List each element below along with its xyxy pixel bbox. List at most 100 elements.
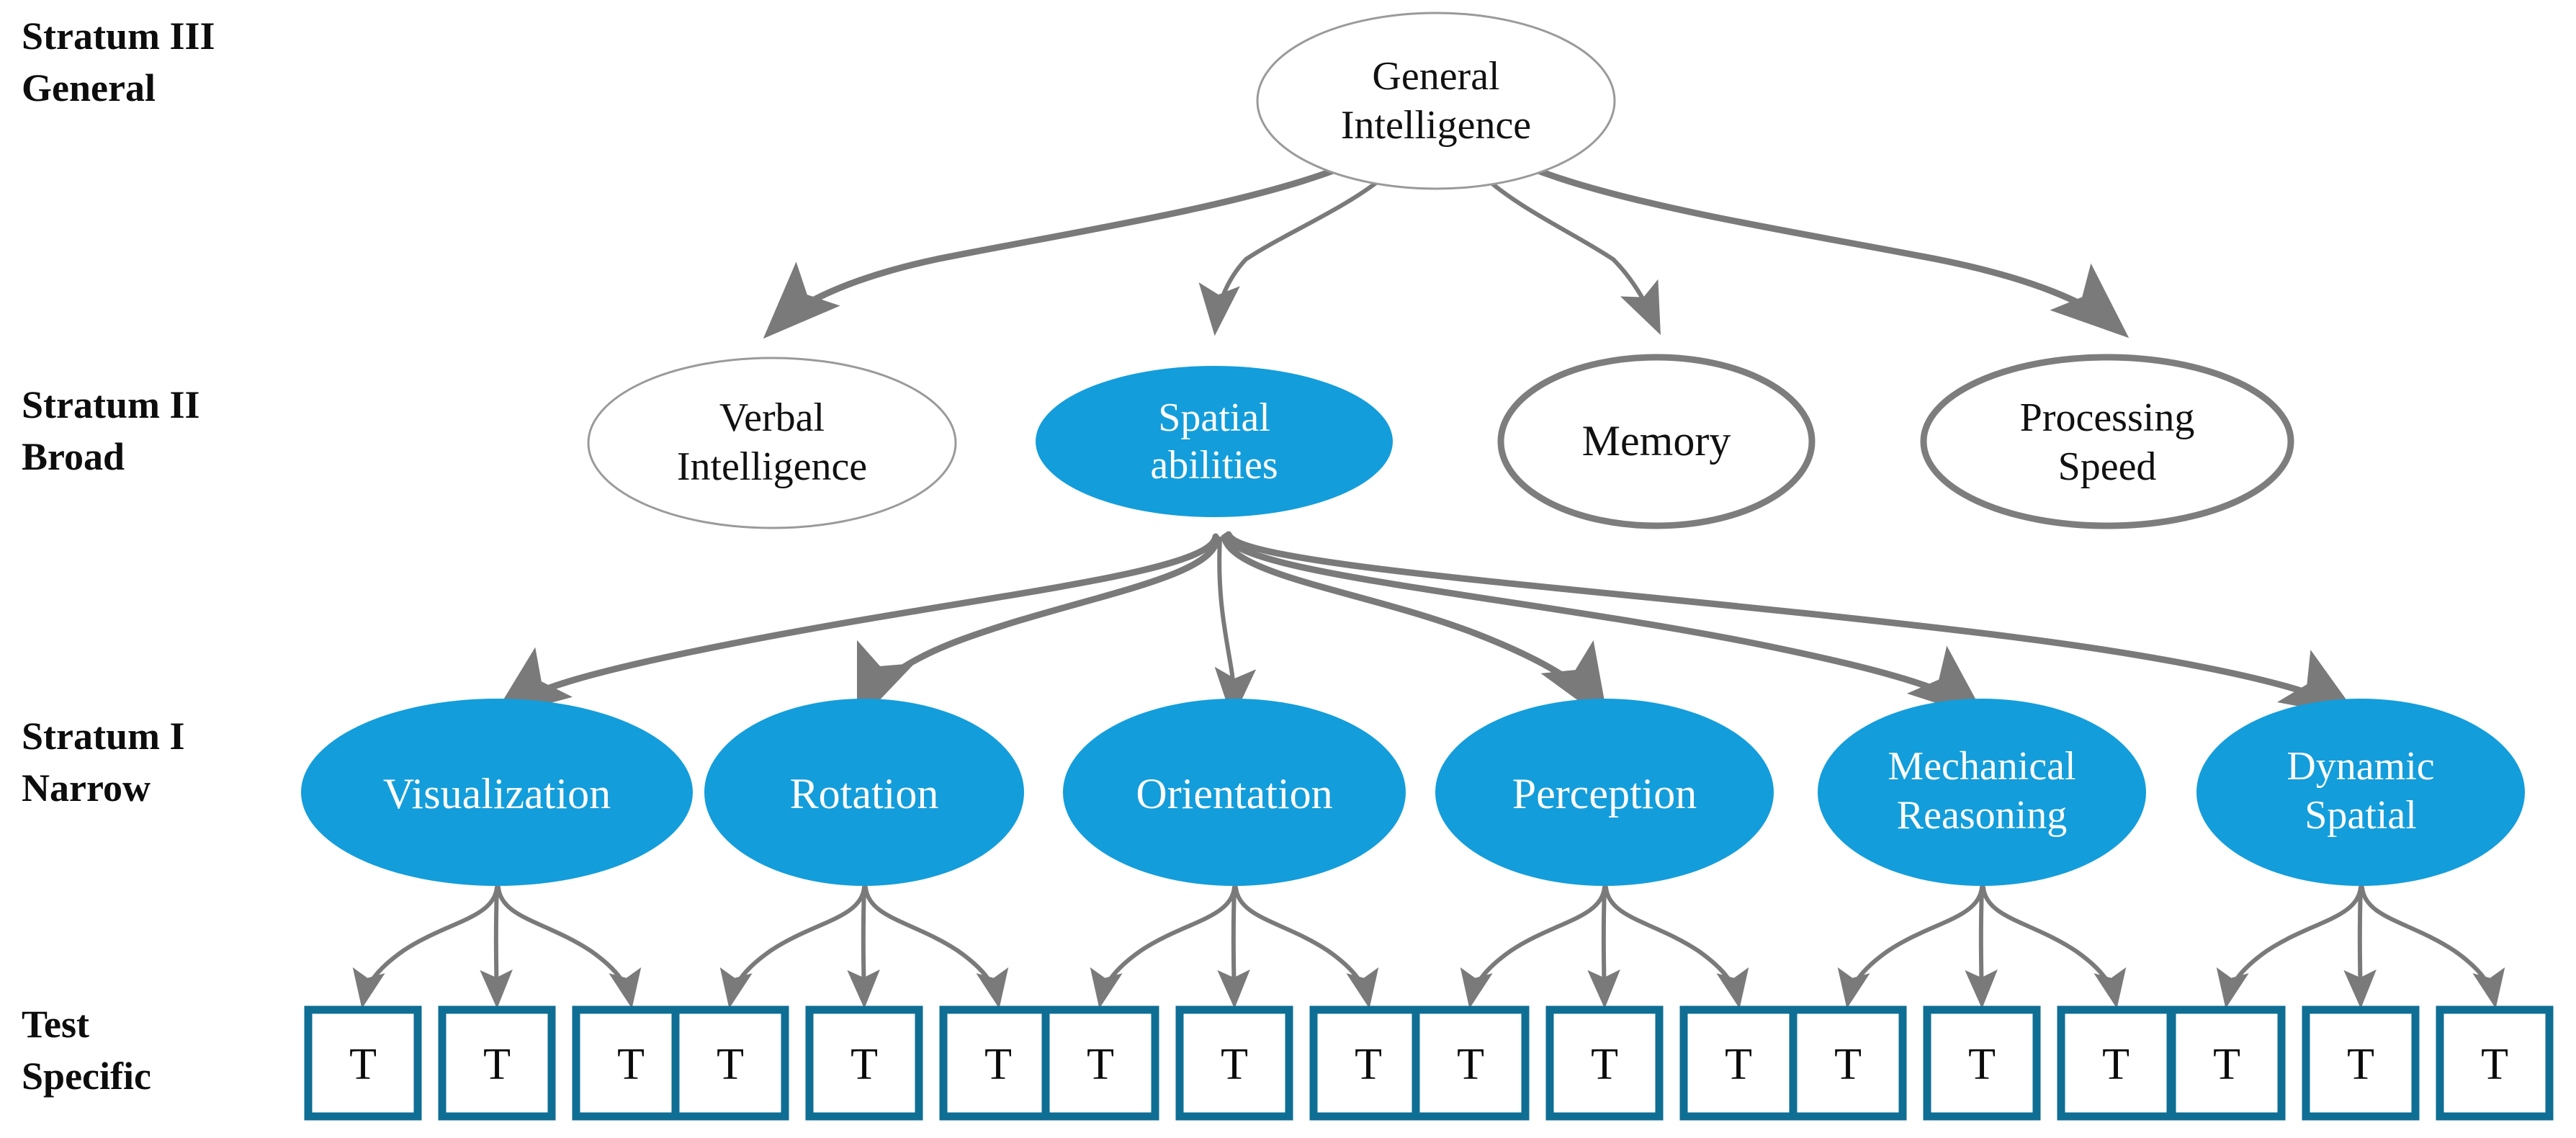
visualization-ellipse[interactable]: [301, 699, 693, 886]
test-line1: Test: [22, 1003, 89, 1046]
test-box[interactable]: T: [1309, 1005, 1427, 1121]
test-box[interactable]: T: [2057, 1005, 2175, 1121]
processing-speed-label-line2: Speed: [2058, 444, 2157, 489]
test-box-rect[interactable]: [671, 1005, 789, 1121]
node-memory[interactable]: Memory: [1497, 354, 1816, 529]
edge-orientation-to-test-3: [1234, 885, 1379, 1009]
test-box[interactable]: T: [2436, 1005, 2554, 1121]
rotation-label: Rotation: [790, 770, 939, 817]
stratum-label-stratum-1: Stratum I Narrow: [22, 714, 185, 810]
memory-ellipse[interactable]: [1497, 354, 1816, 529]
test-box-rect[interactable]: [2168, 1005, 2286, 1121]
edge-spatial-to-dynamic-spatial: [1225, 531, 2360, 718]
test-box-label: T: [2102, 1040, 2130, 1089]
edge-mechanical-reasoning-to-test-3: [1981, 885, 2127, 1009]
test-box-rect[interactable]: [1545, 1005, 1664, 1121]
processing-speed-label-line1: Processing: [2020, 395, 2195, 440]
test-box-label: T: [1457, 1040, 1484, 1089]
node-processing-speed[interactable]: Processing Speed: [1920, 354, 2294, 529]
test-box-rect[interactable]: [2436, 1005, 2554, 1121]
test-box-rect[interactable]: [1309, 1005, 1427, 1121]
verbal-intelligence-ellipse[interactable]: [587, 357, 957, 529]
rotation-ellipse[interactable]: [704, 699, 1024, 886]
test-box-rect[interactable]: [1789, 1005, 1907, 1121]
test-box-rect[interactable]: [304, 1005, 422, 1121]
test-box-rect[interactable]: [2302, 1005, 2420, 1121]
edge-dynamic-spatial-to-test-2: [2343, 885, 2377, 1009]
node-verbal-intelligence[interactable]: Verbal Intelligence: [587, 357, 957, 529]
test-box-rect[interactable]: [939, 1005, 1057, 1121]
test-box[interactable]: T: [671, 1005, 789, 1121]
node-visualization[interactable]: Visualization: [301, 699, 693, 886]
edge-visualization-to-test-1: [352, 885, 499, 1009]
test-box[interactable]: T: [1041, 1005, 1159, 1121]
edge-dynamic-spatial-to-test-1: [2216, 885, 2363, 1009]
stratum-3-line1: Stratum III: [22, 14, 215, 58]
edges-spatial-to-narrow: [491, 531, 2360, 725]
edges-narrow-to-tests: [352, 885, 2505, 1009]
stratum-2-line2: Broad: [22, 435, 125, 478]
test-box[interactable]: T: [1545, 1005, 1664, 1121]
test-box-rect[interactable]: [1923, 1005, 2041, 1121]
test-box-label: T: [984, 1040, 1012, 1089]
test-box[interactable]: T: [805, 1005, 923, 1121]
test-box[interactable]: T: [2168, 1005, 2286, 1121]
node-mechanical-reasoning[interactable]: Mechanical Reasoning: [1818, 699, 2146, 886]
stratum-2-line1: Stratum II: [22, 383, 200, 426]
node-spatial-abilities[interactable]: Spatial abilities: [1036, 366, 1393, 517]
test-box-rect[interactable]: [438, 1005, 556, 1121]
general-intelligence-label-line2: Intelligence: [1341, 103, 1531, 148]
test-box-label: T: [1591, 1040, 1618, 1089]
test-box[interactable]: T: [1789, 1005, 1907, 1121]
edge-rotation-to-test-3: [863, 885, 1009, 1009]
test-box-label: T: [2213, 1040, 2240, 1089]
test-box-label: T: [1968, 1040, 1996, 1089]
general-intelligence-ellipse[interactable]: [1256, 12, 1616, 190]
node-general-intelligence[interactable]: General Intelligence: [1256, 12, 1616, 190]
node-rotation[interactable]: Rotation: [704, 699, 1024, 886]
test-box[interactable]: T: [2302, 1005, 2420, 1121]
stratum-label-stratum-2: Stratum II Broad: [22, 383, 200, 478]
test-box-rect[interactable]: [2057, 1005, 2175, 1121]
node-perception[interactable]: Perception: [1435, 699, 1774, 886]
node-orientation[interactable]: Orientation: [1063, 699, 1406, 886]
dynamic-spatial-ellipse[interactable]: [2196, 699, 2525, 886]
edge-dynamic-spatial-to-test-3: [2360, 885, 2505, 1009]
test-box[interactable]: T: [939, 1005, 1057, 1121]
stratum-3-line2: General: [22, 66, 156, 109]
test-box-group-mechanical-reasoning: T T T: [1789, 1005, 2175, 1121]
test-box[interactable]: T: [572, 1005, 690, 1121]
test-box-group-orientation: T T T: [1041, 1005, 1427, 1121]
spatial-abilities-ellipse[interactable]: [1036, 366, 1393, 517]
perception-label: Perception: [1512, 770, 1697, 817]
test-box-label: T: [1221, 1040, 1248, 1089]
test-line2: Specific: [22, 1054, 151, 1098]
mechanical-reasoning-ellipse[interactable]: [1818, 699, 2146, 886]
node-dynamic-spatial[interactable]: Dynamic Spatial: [2196, 699, 2525, 886]
test-box-rect[interactable]: [805, 1005, 923, 1121]
test-box-rect[interactable]: [1412, 1005, 1530, 1121]
test-box[interactable]: T: [304, 1005, 422, 1121]
test-box-rect[interactable]: [1041, 1005, 1159, 1121]
test-box[interactable]: T: [438, 1005, 556, 1121]
edge-spatial-to-orientation: [1214, 537, 1257, 720]
test-box-group-visualization: T T T: [304, 1005, 690, 1121]
spatial-abilities-label-line2: abilities: [1150, 443, 1278, 488]
test-box-rect[interactable]: [1175, 1005, 1293, 1121]
orientation-ellipse[interactable]: [1063, 699, 1406, 886]
test-box[interactable]: T: [1923, 1005, 2041, 1121]
processing-speed-ellipse[interactable]: [1920, 354, 2294, 529]
mechanical-reasoning-label-line1: Mechanical: [1888, 744, 2075, 789]
test-box-rect[interactable]: [1679, 1005, 1798, 1121]
general-intelligence-label-line1: General: [1372, 54, 1499, 99]
test-box[interactable]: T: [1175, 1005, 1293, 1121]
test-box[interactable]: T: [1412, 1005, 1530, 1121]
test-box-label: T: [1087, 1040, 1114, 1089]
verbal-intelligence-label-line1: Verbal: [719, 395, 825, 440]
perception-ellipse[interactable]: [1435, 699, 1774, 886]
edge-perception-to-test-2: [1587, 885, 1620, 1009]
test-box-group-perception: T T T: [1412, 1005, 1798, 1121]
test-box[interactable]: T: [1679, 1005, 1798, 1121]
edge-perception-to-test-3: [1604, 885, 1749, 1009]
